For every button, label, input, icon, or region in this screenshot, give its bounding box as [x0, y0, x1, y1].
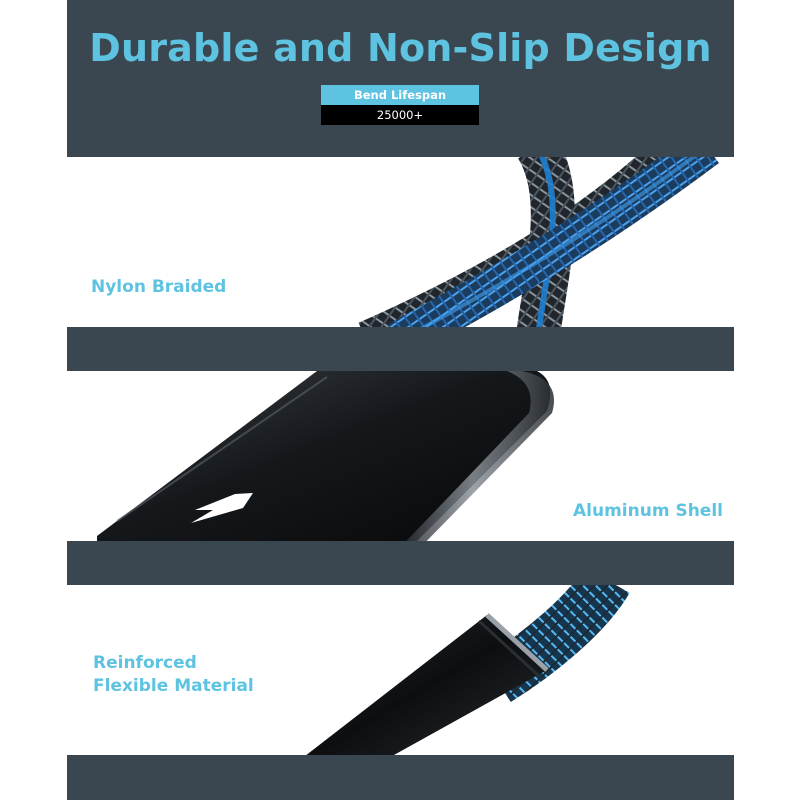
feature-reinforced-line1: Reinforced	[93, 653, 197, 673]
divider-band	[67, 327, 734, 371]
divider-band	[67, 541, 734, 585]
nylon-braided-panel	[67, 157, 734, 327]
feature-nylon-braided: Nylon Braided	[91, 277, 227, 297]
lightning-bolt-icon	[191, 493, 253, 523]
braided-cable-image	[358, 157, 719, 327]
spec-badge: Bend Lifespan 25000+	[321, 85, 479, 125]
header-band: Durable and Non-Slip Design Bend Lifespa…	[67, 0, 734, 157]
feature-aluminum-shell: Aluminum Shell	[573, 501, 723, 521]
page-title: Durable and Non-Slip Design	[89, 26, 712, 70]
feature-reinforced-flexible: Reinforced Flexible Material	[93, 652, 254, 698]
spec-value: 25000+	[321, 105, 479, 125]
product-infographic: Durable and Non-Slip Design Bend Lifespa…	[67, 0, 734, 800]
aluminum-shell-panel: lightning-bolt-icon	[67, 371, 734, 541]
connector-image	[97, 371, 554, 541]
feature-reinforced-line2: Flexible Material	[93, 676, 254, 696]
reinforced-flexible-panel	[67, 585, 734, 755]
spec-label: Bend Lifespan	[321, 85, 479, 105]
bottom-band	[67, 755, 734, 800]
strain-relief-image	[306, 585, 630, 755]
